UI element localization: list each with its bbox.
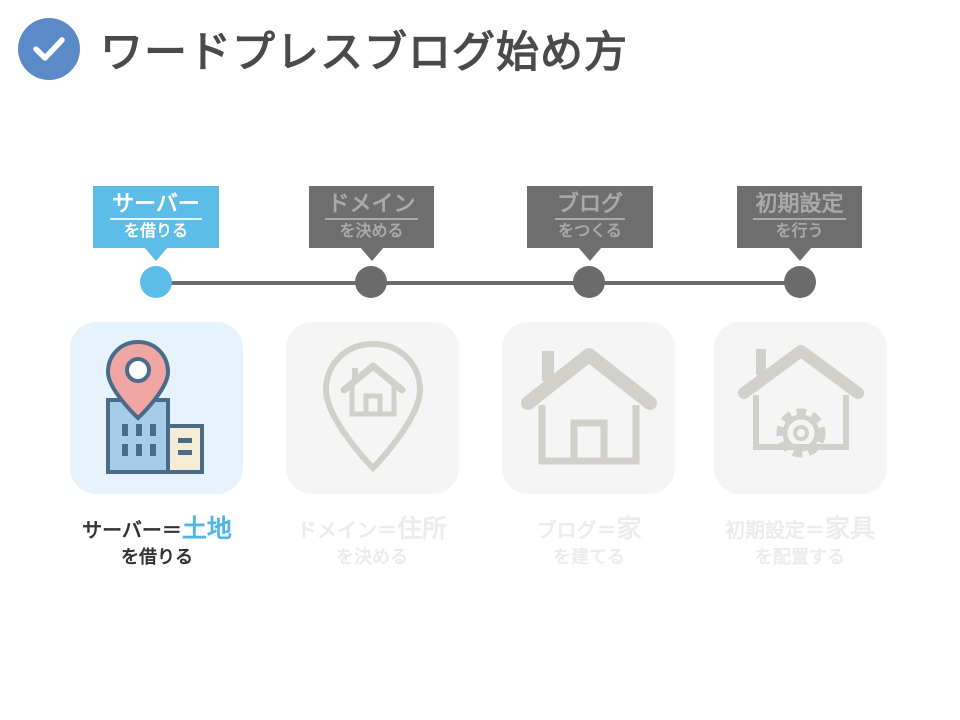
house-gear-icon xyxy=(737,345,864,458)
step-dot-domain[interactable] xyxy=(355,266,387,298)
caption-sub: を借りる xyxy=(121,547,193,568)
caption-main: 初期設定＝ xyxy=(724,518,825,542)
caption-highlight: 家具 xyxy=(824,514,875,543)
step-label-main: サーバー xyxy=(110,192,202,220)
step-card-domain xyxy=(286,322,459,494)
step-label-main: ブログ xyxy=(554,192,625,220)
caption-main: サーバー＝ xyxy=(82,518,182,542)
step-caption-server: サーバー＝土地 を借りる xyxy=(52,514,262,571)
step-card-blog xyxy=(502,322,675,494)
check-circle-icon xyxy=(18,18,80,80)
step-label-sub: を決める xyxy=(339,221,404,240)
caption-main: ブログ＝ xyxy=(536,518,617,542)
step-label-blog[interactable]: ブログ をつくる xyxy=(527,186,653,261)
timeline-line xyxy=(156,281,800,285)
step-label-domain[interactable]: ドメイン を決める xyxy=(309,186,434,261)
caption-highlight: 土地 xyxy=(181,514,232,543)
step-label-sub: をつくる xyxy=(558,221,622,240)
step-label-server[interactable]: サーバー を借りる xyxy=(93,186,219,261)
step-dot-setup[interactable] xyxy=(784,266,816,298)
caption-sub: を配置する xyxy=(755,547,845,568)
page-title: ワードプレスブログ始め方 xyxy=(100,28,628,78)
caption-highlight: 家 xyxy=(616,514,642,543)
step-label-sub: を借りる xyxy=(123,221,188,240)
map-pin-building-icon xyxy=(105,339,204,474)
step-label-main: 初期設定 xyxy=(753,192,846,220)
step-dot-server[interactable] xyxy=(140,266,172,298)
step-card-setup xyxy=(714,322,887,494)
house-icon xyxy=(520,348,657,465)
header: ワードプレスブログ始め方 xyxy=(18,18,628,80)
caption-main: ドメイン＝ xyxy=(296,518,397,542)
step-dot-blog[interactable] xyxy=(573,266,605,298)
location-house-icon xyxy=(322,340,423,473)
caption-highlight: 住所 xyxy=(396,514,447,543)
step-card-server xyxy=(70,322,243,494)
step-caption-blog: ブログ＝家 を建てる xyxy=(484,514,694,571)
step-label-sub: を行う xyxy=(775,221,824,240)
step-label-main: ドメイン xyxy=(325,192,418,220)
step-caption-domain: ドメイン＝住所 を決める xyxy=(267,514,477,571)
step-caption-setup: 初期設定＝家具 を配置する xyxy=(695,514,905,571)
caption-sub: を建てる xyxy=(553,547,625,568)
caption-sub: を決める xyxy=(336,547,408,568)
step-label-setup[interactable]: 初期設定 を行う xyxy=(737,186,862,261)
